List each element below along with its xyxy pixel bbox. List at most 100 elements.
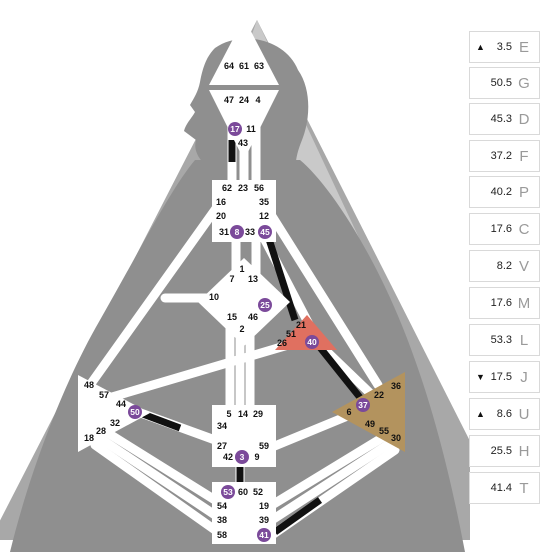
gate-label: 48 (84, 380, 94, 390)
gate-label: 38 (217, 515, 227, 525)
planet-letter: D (518, 110, 530, 128)
gate-label: 56 (254, 183, 264, 193)
planet-letter: T (519, 479, 529, 497)
planet-letter: U (518, 405, 530, 423)
active-gate-marker (305, 335, 319, 349)
gate-label: 33 (245, 227, 255, 237)
gate-label: 49 (365, 419, 375, 429)
bodygraph-chart: 64 61 63 47 24 4 17 11 43 62 23 56 16 35… (0, 18, 470, 552)
head-center (209, 18, 279, 85)
gate-label: 15 (227, 312, 237, 322)
gate-label: 63 (254, 61, 264, 71)
ajna-center (209, 90, 279, 160)
planet-row-m[interactable]: 17.6 M (469, 287, 540, 319)
active-gate-marker (257, 528, 271, 542)
heart-center (275, 315, 337, 350)
active-gate-marker (230, 225, 244, 239)
planet-value: 17.6 (490, 297, 512, 309)
gate-label: 34 (217, 421, 227, 431)
planet-row-d[interactable]: 45.3 D (469, 103, 540, 135)
planet-row-v[interactable]: 8.2 V (469, 250, 540, 282)
gate-label: 11 (246, 124, 256, 134)
gate-label: 6 (346, 407, 351, 417)
planet-letter: C (518, 220, 530, 238)
planet-row-p[interactable]: 40.2 P (469, 176, 540, 208)
planet-row-j[interactable]: ▼ 17.5 J (469, 361, 540, 393)
planet-letter: M (517, 294, 531, 312)
gate-label: 3 (240, 452, 245, 462)
arrow-up-icon: ▲ (476, 409, 485, 419)
planet-letter: V (518, 257, 529, 275)
gate-label: 35 (259, 197, 269, 207)
gate-label: 29 (253, 409, 263, 419)
gate-label: 23 (238, 183, 248, 193)
gate-label: 30 (391, 433, 401, 443)
planet-row-t[interactable]: 41.4 T (469, 472, 540, 504)
gate-label: 47 (224, 95, 234, 105)
gate-label: 21 (296, 320, 306, 330)
planet-value: 37.2 (490, 150, 512, 162)
gate-label: 64 (224, 61, 234, 71)
gate-label: 44 (116, 399, 126, 409)
planet-values-panel: ▲ 3.5 E 50.5 G 45.3 D 37.2 F 40.2 P 17.6… (469, 0, 547, 552)
active-gate-marker (258, 225, 272, 239)
planet-value: 8.6 (496, 408, 512, 420)
planet-value: 53.3 (490, 334, 512, 346)
gate-label: 57 (99, 390, 109, 400)
planet-value: 8.2 (496, 260, 512, 272)
spleen-center (78, 375, 150, 452)
gate-label: 2 (239, 324, 244, 334)
gate-label: 61 (239, 61, 249, 71)
gate-label: 43 (238, 138, 248, 148)
planet-value: 25.5 (490, 445, 512, 457)
gate-label: 9 (254, 452, 259, 462)
planet-row-h[interactable]: 25.5 H (469, 435, 540, 467)
gate-label: 53 (223, 487, 233, 497)
gate-label: 12 (259, 211, 269, 221)
planet-row-e[interactable]: ▲ 3.5 E (469, 31, 540, 63)
gate-label: 59 (259, 441, 269, 451)
gate-label: 8 (235, 227, 240, 237)
active-gate-marker (258, 298, 272, 312)
gate-label: 16 (216, 197, 226, 207)
gate-label: 4 (255, 95, 260, 105)
planet-value: 17.5 (490, 371, 512, 383)
gate-label: 24 (239, 95, 249, 105)
gate-label: 51 (286, 329, 296, 339)
planet-letter: G (518, 74, 530, 92)
planet-value: 41.4 (490, 482, 512, 494)
planet-row-l[interactable]: 53.3 L (469, 324, 540, 356)
active-gate-marker (128, 405, 142, 419)
arrow-down-icon: ▼ (476, 372, 485, 382)
gate-label: 58 (217, 530, 227, 540)
gate-label: 37 (358, 400, 368, 410)
gate-label: 36 (391, 381, 401, 391)
planet-row-g[interactable]: 50.5 G (469, 67, 540, 99)
planet-row-f[interactable]: 37.2 F (469, 140, 540, 172)
gate-label: 17 (230, 124, 240, 134)
gate-label: 40 (307, 337, 317, 347)
planet-letter: P (518, 183, 529, 201)
gate-label: 22 (374, 390, 384, 400)
planet-value: 3.5 (496, 41, 512, 53)
gate-label: 27 (217, 441, 227, 451)
solar-plexus-center (332, 372, 405, 452)
gate-label: 54 (217, 501, 227, 511)
g-center (198, 258, 290, 346)
gate-label: 32 (110, 418, 120, 428)
gate-label: 42 (223, 452, 233, 462)
gate-label: 46 (248, 312, 258, 322)
arrow-up-icon: ▲ (476, 42, 485, 52)
defined-channels (138, 140, 365, 535)
planet-value: 50.5 (490, 77, 512, 89)
gate-label: 50 (130, 407, 140, 417)
gate-label: 14 (238, 409, 248, 419)
planet-row-u[interactable]: ▲ 8.6 U (469, 398, 540, 430)
gate-label: 20 (216, 211, 226, 221)
gate-label: 45 (260, 227, 270, 237)
active-gate-marker (221, 485, 235, 499)
gate-label: 1 (239, 264, 244, 274)
gate-label: 52 (253, 487, 263, 497)
planet-row-c[interactable]: 17.6 C (469, 213, 540, 245)
active-gate-marker (356, 398, 370, 412)
